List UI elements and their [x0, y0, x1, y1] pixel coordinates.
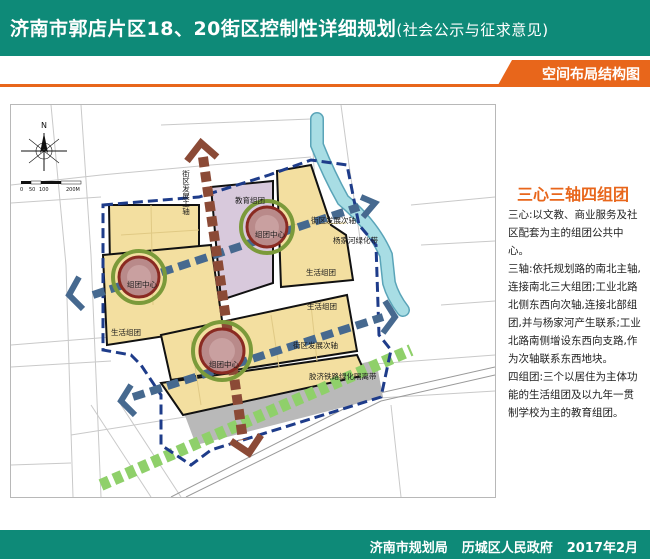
secondary-axis-south-arrow-west	[117, 383, 138, 418]
map-frame: 街区发展主轴 教育组团 组团中心 组团中心 组团中心 街区发展次轴 杨家河绿化带…	[10, 104, 496, 498]
scale-bar: 0 50 100 200M	[20, 180, 82, 193]
legend-paragraph-groups: 四组团:三个以居住为主体功能的生活组团及以九年一贯制学校为主的教育组团。	[508, 371, 638, 419]
label-living-group-south: 生活组团	[307, 301, 337, 311]
map-labels: 街区发展主轴 教育组团 组团中心 组团中心 组团中心 街区发展次轴 杨家河绿化带…	[111, 169, 378, 381]
label-living-group-west: 生活组团	[111, 327, 141, 337]
page-title-main: 济南市郭店片区18、20街区控制性详细规划	[10, 18, 397, 40]
footer-org-district-government: 历城区人民政府	[461, 541, 553, 556]
north-arrow-icon: N	[21, 121, 67, 171]
footer-date: 2017年2月	[566, 541, 638, 556]
group-center-west	[111, 249, 167, 305]
group-center-south	[191, 320, 253, 382]
label-rail-green-belt: 胶济铁路绿化隔离带	[309, 371, 377, 381]
main-axis-arrow-north	[184, 137, 220, 164]
legend-title: 三心三轴四组团	[516, 185, 629, 204]
planning-map: 街区发展主轴 教育组团 组团中心 组团中心 组团中心 街区发展次轴 杨家河绿化带…	[11, 105, 495, 497]
north-label: N	[41, 121, 47, 130]
background-roads	[11, 105, 495, 497]
section-divider	[0, 84, 650, 87]
page-title-subtitle: (社会公示与征求意见)	[396, 21, 549, 39]
secondary-axis-south	[131, 313, 385, 401]
secondary-axis-south-arrow-east	[380, 299, 399, 335]
scale-label-50: 50	[29, 187, 35, 193]
page-title: 济南市郭店片区18、20街区控制性详细规划(社会公示与征求意见)	[10, 14, 549, 41]
legend-paragraph-centers: 三心:以文教、商业服务及社区配套为主的组团公共中心。	[508, 209, 638, 257]
main-axis-arrow-south	[229, 433, 264, 458]
footer-bar: 济南市规划局历城区人民政府 2017年2月	[0, 530, 650, 559]
secondary-axis-north-arrow-west	[65, 275, 86, 312]
river	[311, 113, 409, 316]
block-north-living	[275, 163, 355, 289]
scale-label-200: 200M	[66, 187, 80, 193]
label-main-axis: 街区发展主轴	[181, 169, 190, 217]
scale-label-100: 100	[39, 187, 49, 193]
planning-boundary	[101, 158, 393, 467]
label-group-center-west: 组团中心	[127, 279, 157, 289]
group-center-north	[239, 199, 295, 255]
rail-green-belt	[98, 344, 414, 491]
legend-description: 三心:以文教、商业服务及社区配套为主的组团公共中心。 三轴:依托规划路的南北主轴…	[508, 206, 644, 422]
label-group-center-south: 组团中心	[209, 359, 239, 369]
label-education-group: 教育组团	[235, 195, 265, 205]
label-living-group-north: 生活组团	[306, 267, 336, 277]
label-river-corridor: 杨家河绿化带	[333, 235, 378, 245]
section-tab: 空间布局结构图	[498, 60, 650, 85]
title-bar: 济南市郭店片区18、20街区控制性详细规划(社会公示与征求意见)	[0, 0, 650, 56]
section-tab-label: 空间布局结构图	[542, 67, 640, 83]
label-group-center-north: 组团中心	[255, 229, 285, 239]
main-axis	[198, 156, 248, 441]
footer-org-planning-bureau: 济南市规划局	[369, 541, 448, 556]
footer-text: 济南市规划局历城区人民政府 2017年2月	[356, 537, 638, 556]
label-secondary-axis-north: 街区发展次轴	[311, 215, 356, 225]
legend-paragraph-axes: 三轴:依托规划路的南北主轴,连接南北三大组团;工业北路北侧东西向次轴,连接北部组…	[508, 263, 641, 365]
scale-label-0: 0	[20, 187, 23, 193]
secondary-axis-north-arrow-east	[359, 194, 380, 219]
label-secondary-axis-south: 街区发展次轴	[293, 340, 338, 350]
